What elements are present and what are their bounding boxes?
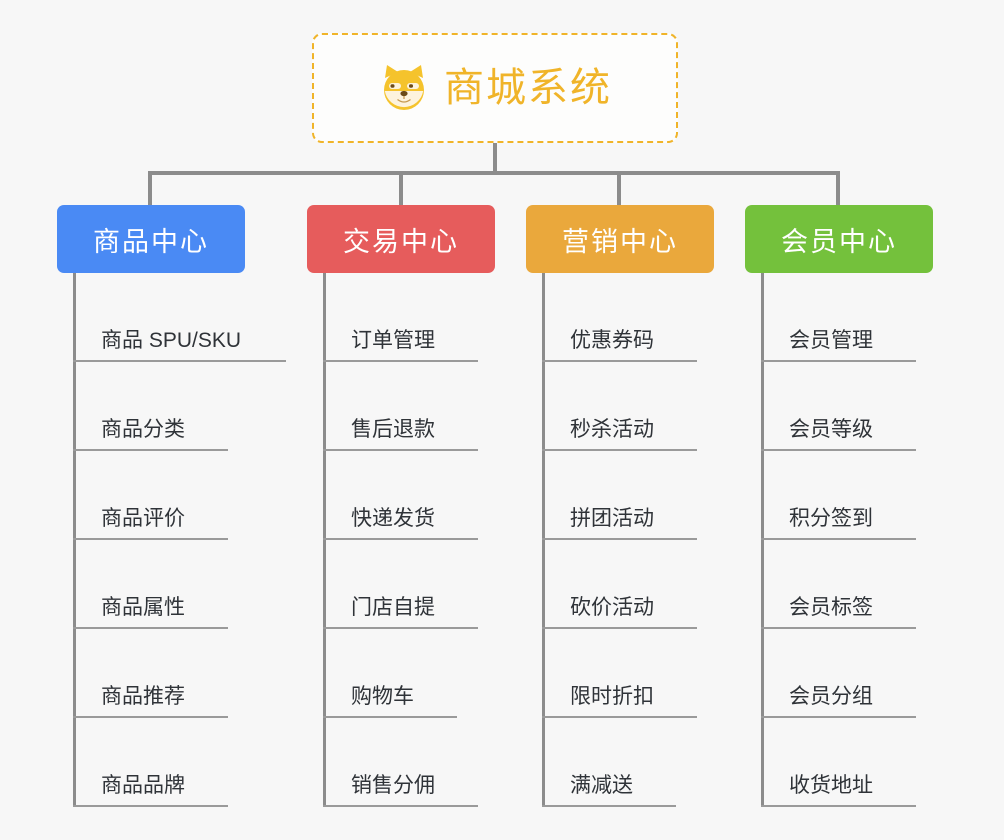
leaf-rule xyxy=(73,805,228,807)
leaf-item[interactable]: 商品品牌 xyxy=(73,718,287,807)
leaf-label: 订单管理 xyxy=(351,329,435,352)
leaf-label: 收货地址 xyxy=(789,774,873,797)
leaf-label: 商品分类 xyxy=(101,418,185,441)
leaf-item[interactable]: 门店自提 xyxy=(323,540,537,629)
leaf-rule xyxy=(761,538,916,540)
leaf-item[interactable]: 优惠券码 xyxy=(542,273,756,362)
connector-drop-4 xyxy=(836,171,840,207)
leaf-item[interactable]: 会员分组 xyxy=(761,629,975,718)
leaf-rule xyxy=(73,716,228,718)
leaf-rule xyxy=(542,716,697,718)
leaf-label: 积分签到 xyxy=(789,507,873,530)
category-label-4: 会员中心 xyxy=(781,226,897,257)
leaf-item[interactable]: 商品属性 xyxy=(73,540,287,629)
leaf-label: 会员等级 xyxy=(789,418,873,441)
leaf-rule xyxy=(73,360,286,362)
category-label-3: 营销中心 xyxy=(562,226,678,257)
leaf-rule xyxy=(73,627,228,629)
category-label-2: 交易中心 xyxy=(343,226,459,257)
leaf-item[interactable]: 秒杀活动 xyxy=(542,362,756,451)
leaf-column-2: 订单管理 售后退款 快递发货 门店自提 购物车 销售分佣 xyxy=(307,273,537,807)
leaf-item[interactable]: 会员标签 xyxy=(761,540,975,629)
leaf-rule xyxy=(542,449,697,451)
leaf-label: 会员分组 xyxy=(789,685,873,708)
leaf-rule xyxy=(323,627,478,629)
shiba-dog-face-icon xyxy=(378,62,430,114)
leaf-rule xyxy=(542,805,676,807)
leaf-item[interactable]: 限时折扣 xyxy=(542,629,756,718)
leaf-rule xyxy=(323,716,457,718)
leaf-label: 限时折扣 xyxy=(570,685,654,708)
connector-drop-2 xyxy=(399,171,403,207)
leaf-item[interactable]: 商品 SPU/SKU xyxy=(73,273,287,362)
column-trunk-4 xyxy=(761,273,764,807)
leaf-label: 拼团活动 xyxy=(570,507,654,530)
leaf-item[interactable]: 商品评价 xyxy=(73,451,287,540)
leaf-rule xyxy=(73,538,228,540)
leaf-label: 商品 SPU/SKU xyxy=(101,329,242,352)
leaf-label: 商品品牌 xyxy=(101,774,185,797)
leaf-rule xyxy=(73,449,228,451)
leaf-item[interactable]: 砍价活动 xyxy=(542,540,756,629)
column-trunk-1 xyxy=(73,273,76,807)
leaf-item[interactable]: 会员管理 xyxy=(761,273,975,362)
category-label-1: 商品中心 xyxy=(93,226,209,257)
connector-horizontal-bus xyxy=(148,171,840,175)
leaf-column-1: 商品 SPU/SKU 商品分类 商品评价 商品属性 商品推荐 商品品牌 xyxy=(57,273,287,807)
leaf-item[interactable]: 购物车 xyxy=(323,629,537,718)
leaf-item[interactable]: 快递发货 xyxy=(323,451,537,540)
leaf-item[interactable]: 商品分类 xyxy=(73,362,287,451)
leaf-label: 商品推荐 xyxy=(101,685,185,708)
leaf-rule xyxy=(761,716,916,718)
leaf-item[interactable]: 拼团活动 xyxy=(542,451,756,540)
leaf-rule xyxy=(761,360,916,362)
leaf-item[interactable]: 商品推荐 xyxy=(73,629,287,718)
leaf-label: 会员标签 xyxy=(789,596,873,619)
leaf-rule xyxy=(542,360,697,362)
leaf-rule xyxy=(542,627,697,629)
connector-drop-3 xyxy=(617,171,621,207)
leaf-rule xyxy=(761,627,916,629)
leaf-item[interactable]: 积分签到 xyxy=(761,451,975,540)
leaf-rule xyxy=(323,805,478,807)
leaf-item[interactable]: 订单管理 xyxy=(323,273,537,362)
leaf-label: 商品属性 xyxy=(101,596,185,619)
leaf-item[interactable]: 售后退款 xyxy=(323,362,537,451)
category-box-3[interactable]: 营销中心 xyxy=(526,205,714,273)
leaf-item[interactable]: 满减送 xyxy=(542,718,756,807)
leaf-label: 商品评价 xyxy=(101,507,185,530)
leaf-rule xyxy=(323,538,478,540)
connector-root-stem xyxy=(493,143,497,173)
leaf-label: 快递发货 xyxy=(351,507,435,530)
leaf-rule xyxy=(761,449,916,451)
leaf-label: 秒杀活动 xyxy=(570,418,654,441)
connector-drop-1 xyxy=(148,171,152,207)
leaf-label: 优惠券码 xyxy=(570,329,654,352)
column-trunk-3 xyxy=(542,273,545,807)
category-box-1[interactable]: 商品中心 xyxy=(57,205,245,273)
leaf-label: 购物车 xyxy=(351,685,414,708)
category-box-2[interactable]: 交易中心 xyxy=(307,205,495,273)
leaf-label: 会员管理 xyxy=(789,329,873,352)
leaf-column-3: 优惠券码 秒杀活动 拼团活动 砍价活动 限时折扣 满减送 xyxy=(526,273,756,807)
leaf-rule xyxy=(761,805,916,807)
leaf-item[interactable]: 收货地址 xyxy=(761,718,975,807)
leaf-item[interactable]: 销售分佣 xyxy=(323,718,537,807)
column-trunk-2 xyxy=(323,273,326,807)
leaf-label: 砍价活动 xyxy=(570,596,654,619)
leaf-label: 销售分佣 xyxy=(351,774,435,797)
leaf-label: 满减送 xyxy=(570,774,633,797)
category-box-4[interactable]: 会员中心 xyxy=(745,205,933,273)
leaf-column-4: 会员管理 会员等级 积分签到 会员标签 会员分组 收货地址 xyxy=(745,273,975,807)
leaf-item[interactable]: 会员等级 xyxy=(761,362,975,451)
page-title: 商城系统 xyxy=(444,66,612,110)
root-node[interactable]: 商城系统 xyxy=(312,33,678,143)
leaf-rule xyxy=(542,538,697,540)
leaf-label: 售后退款 xyxy=(351,418,435,441)
leaf-rule xyxy=(323,360,478,362)
leaf-rule xyxy=(323,449,478,451)
leaf-label: 门店自提 xyxy=(351,596,435,619)
